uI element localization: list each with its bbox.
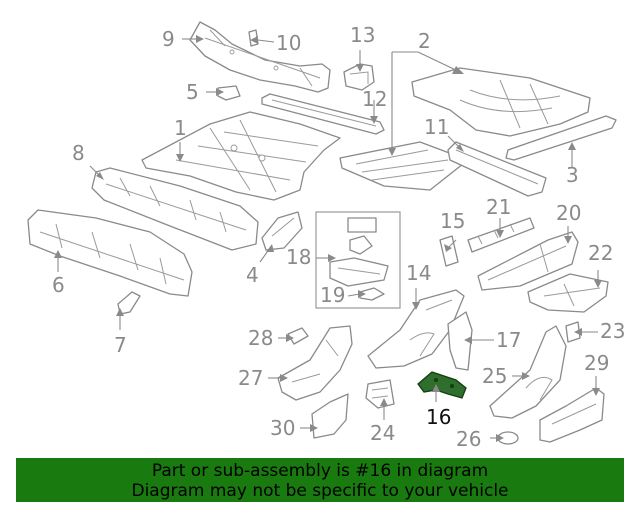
- callout-labels: 9 10 13 5 12 2 1 8 11 3 15 21 20 22 18 4…: [52, 23, 625, 451]
- callout-20: 20: [556, 201, 581, 225]
- part-30: [311, 393, 349, 439]
- callout-17: 17: [496, 328, 521, 352]
- callout-15: 15: [440, 209, 465, 233]
- callout-19: 19: [320, 283, 345, 307]
- part-25: [489, 325, 567, 419]
- callout-16-highlighted: 16: [426, 405, 451, 429]
- callout-9: 9: [162, 27, 175, 51]
- part-17: [447, 311, 473, 371]
- part-20: [477, 231, 579, 291]
- callout-13: 13: [350, 23, 375, 47]
- callout-24: 24: [370, 421, 395, 445]
- callout-18: 18: [286, 245, 311, 269]
- part-28: [287, 327, 309, 345]
- callout-1: 1: [174, 116, 187, 140]
- part-14: [367, 289, 465, 369]
- part-15: [439, 235, 459, 267]
- part-11: [447, 141, 547, 197]
- leader-arrows: [54, 35, 602, 442]
- part-29: [539, 387, 605, 443]
- callout-25: 25: [482, 364, 507, 388]
- callout-23: 23: [600, 319, 625, 343]
- callout-27: 27: [238, 366, 263, 390]
- callout-11: 11: [424, 115, 449, 139]
- banner-line-2: Diagram may not be specific to your vehi…: [131, 481, 509, 501]
- part-9: [189, 21, 331, 93]
- info-banner: Part or sub-assembly is #16 in diagram D…: [16, 458, 624, 502]
- part-2: [339, 67, 591, 191]
- parts-diagram: 9 10 13 5 12 2 1 8 11 3 15 21 20 22 18 4…: [27, 21, 625, 451]
- part-12: [261, 93, 385, 135]
- callout-14: 14: [406, 261, 431, 285]
- callout-10: 10: [276, 31, 301, 55]
- callout-21: 21: [486, 195, 511, 219]
- callout-7: 7: [114, 333, 127, 357]
- banner-line-1: Part or sub-assembly is #16 in diagram: [151, 461, 489, 481]
- callout-12: 12: [362, 87, 387, 111]
- callout-28: 28: [248, 326, 273, 350]
- callout-30: 30: [270, 416, 295, 440]
- callout-22: 22: [588, 241, 613, 265]
- part-3: [505, 115, 617, 161]
- part-22: [527, 273, 609, 313]
- callout-2: 2: [418, 29, 431, 53]
- callout-4: 4: [246, 263, 259, 287]
- part-23: [565, 321, 581, 343]
- part-8: [91, 167, 259, 251]
- part-1: [141, 111, 341, 201]
- callout-26: 26: [456, 427, 481, 451]
- part-4: [261, 211, 303, 251]
- inset-group-18: [315, 211, 401, 309]
- part-24: [365, 379, 395, 409]
- callout-3: 3: [566, 163, 579, 187]
- part-16-highlighted: [417, 371, 467, 399]
- callout-8: 8: [72, 141, 85, 165]
- callout-5: 5: [186, 80, 199, 104]
- callout-29: 29: [584, 351, 609, 375]
- part-27: [277, 325, 353, 401]
- part-6: [27, 209, 193, 297]
- callout-6: 6: [52, 273, 65, 297]
